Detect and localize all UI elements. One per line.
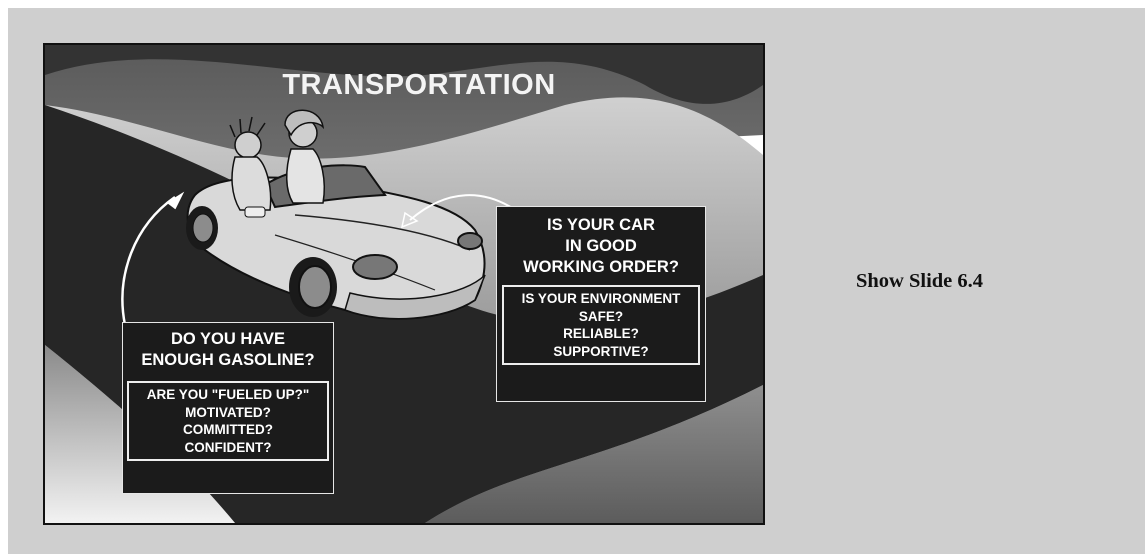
environment-subbox: IS YOUR ENVIRONMENT SAFE? RELIABLE? SUPP…	[502, 285, 700, 365]
environment-line: SUPPORTIVE?	[506, 343, 696, 361]
car-callout-box: IS YOUR CAR IN GOOD WORKING ORDER? IS YO…	[496, 206, 706, 402]
gas-question: DO YOU HAVE ENOUGH GASOLINE?	[123, 329, 333, 371]
gas-question-line: DO YOU HAVE	[123, 329, 333, 350]
car-question-line: IS YOUR CAR	[497, 215, 705, 236]
fueled-line: COMMITTED?	[131, 421, 325, 439]
gas-question-line: ENOUGH GASOLINE?	[123, 350, 333, 371]
gas-callout-box: DO YOU HAVE ENOUGH GASOLINE? ARE YOU "FU…	[122, 322, 334, 494]
fueled-line: CONFIDENT?	[131, 439, 325, 457]
slide-title: TRANSPORTATION	[269, 69, 569, 102]
environment-line: SAFE?	[506, 308, 696, 326]
car-question: IS YOUR CAR IN GOOD WORKING ORDER?	[497, 215, 705, 278]
environment-line: IS YOUR ENVIRONMENT	[506, 290, 696, 308]
fueled-up-subbox: ARE YOU "FUELED UP?" MOTIVATED? COMMITTE…	[127, 381, 329, 461]
car-question-line: WORKING ORDER?	[497, 257, 705, 278]
show-slide-caption: Show Slide 6.4	[856, 270, 1056, 293]
environment-line: RELIABLE?	[506, 325, 696, 343]
fueled-line: MOTIVATED?	[131, 404, 325, 422]
fueled-line: ARE YOU "FUELED UP?"	[131, 386, 325, 404]
car-question-line: IN GOOD	[497, 236, 705, 257]
